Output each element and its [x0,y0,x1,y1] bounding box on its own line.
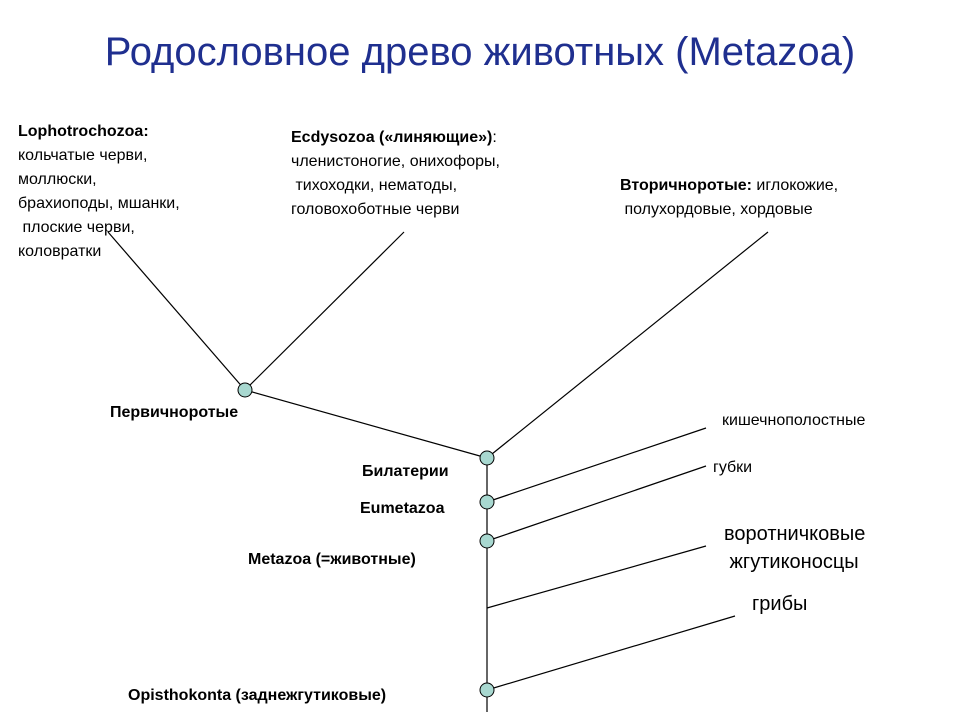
label-bilateria: Билатерии [362,463,449,480]
label-cnidaria: кишечнополостные [722,412,866,429]
label-fungi: грибы [752,593,808,615]
label-choanoflagellates: воротничковые жгутиконосцы [724,520,865,576]
lophotrochozoa-line: брахиоподы, мшанки, [18,195,180,212]
branch-fungi [486,615,736,691]
node-eumetazoa [479,494,495,510]
node-metazoa [479,533,495,549]
lophotrochozoa-line: моллюски, [18,171,97,188]
label-opisthokonta: Opisthokonta (заднежгутиковые) [128,687,387,704]
deuterostomia-name: Вторичноротые: [620,177,752,194]
node-protostomia [237,382,253,398]
deuterostomia-rest: иглокожие, [751,177,839,194]
ecdysozoa-line: головохоботные черви [291,201,460,218]
node-opisthokonta [479,682,495,698]
lophotrochozoa-line: кольчатые черви, [18,147,148,164]
branch-sponges [486,465,707,542]
ecdysozoa-colon: : [492,129,497,146]
branch-cnidaria [486,427,707,503]
ecdysozoa-name: Ecdysozoa («линяющие») [291,129,493,146]
node-bilateria [479,450,495,466]
label-sponges: губки [713,459,753,476]
ecdysozoa-line: членистоногие, онихофоры, [291,153,500,170]
choanoflagellates-line: воротничковые [724,523,866,545]
branch-protostomia [244,389,488,459]
branch-choanoflagellates [486,545,707,609]
ecdysozoa-group: Ecdysozoa («линяющие»): членистоногие, о… [291,126,500,222]
deuterostomia-group: Вторичноротые: иглокожие, полухордовые, … [620,174,838,222]
lophotrochozoa-line: плоские черви, [18,219,135,236]
lophotrochozoa-name: Lophotrochozoa: [18,123,149,140]
branch-lophotrochozoa [107,231,246,391]
label-protostomia: Первичноротые [110,404,239,421]
choanoflagellates-line: жгутиконосцы [724,551,859,573]
lophotrochozoa-line: коловратки [18,243,102,260]
label-eumetazoa: Eumetazoa [360,500,445,517]
label-metazoa: Metazoa (=животные) [248,551,416,568]
branch-deuterostomia [486,231,769,459]
page-title: Родословное древо животных (Metazoa) [104,30,856,74]
lophotrochozoa-group: Lophotrochozoa: кольчатые черви, моллюск… [18,120,180,264]
ecdysozoa-line: тихоходки, нематоды, [291,177,458,194]
branch-ecdysozoa [244,231,405,391]
deuterostomia-line: полухордовые, хордовые [620,201,813,218]
